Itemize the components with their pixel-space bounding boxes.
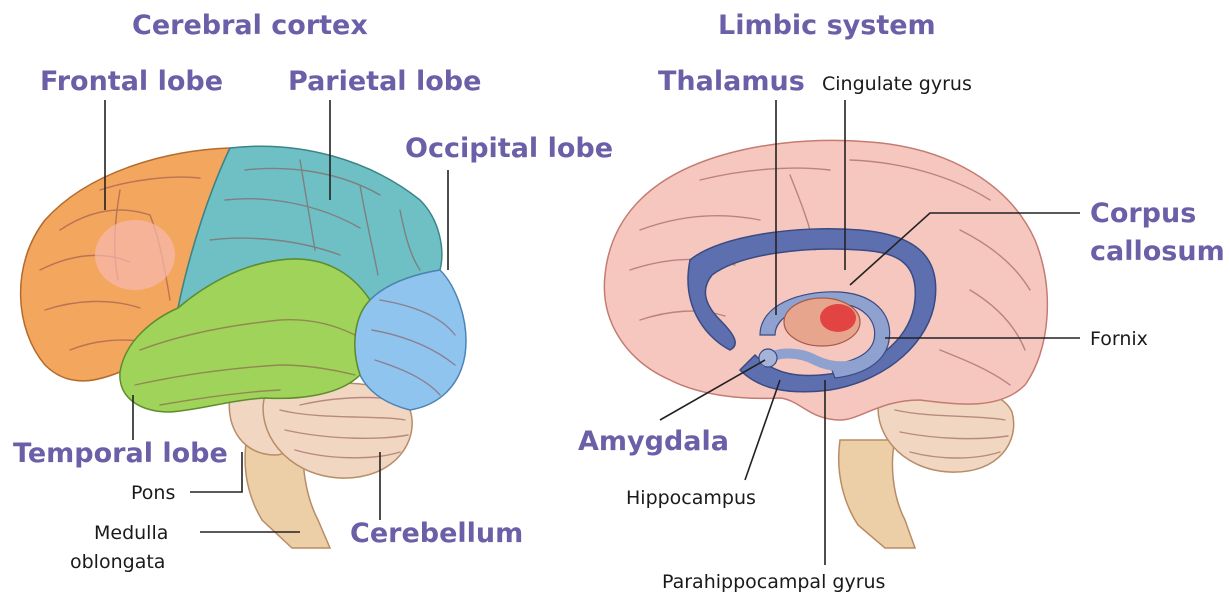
label-occipital-lobe: Occipital lobe: [405, 133, 613, 164]
title-cerebral-cortex: Cerebral cortex: [132, 10, 368, 41]
label-frontal-lobe: Frontal lobe: [40, 66, 223, 97]
label-parietal-lobe: Parietal lobe: [288, 66, 481, 97]
label-cingulate-gyrus: Cingulate gyrus: [822, 73, 972, 95]
label-temporal-lobe: Temporal lobe: [13, 438, 228, 469]
label-hippocampus: Hippocampus: [626, 487, 756, 509]
label-thalamus: Thalamus: [658, 66, 805, 97]
label-amygdala: Amygdala: [578, 426, 729, 457]
label-cerebellum: Cerebellum: [350, 518, 523, 549]
label-corpus-line1: Corpus: [1090, 198, 1196, 229]
amygdala-shape: [759, 349, 777, 367]
label-medulla-line2: oblongata: [70, 551, 165, 573]
label-corpus-line2: callosum: [1090, 236, 1225, 267]
label-parahippocampal-gyrus: Parahippocampal gyrus: [662, 571, 885, 593]
label-medulla-line1: Medulla: [94, 522, 168, 544]
label-pons: Pons: [131, 482, 175, 504]
title-limbic-system: Limbic system: [718, 10, 936, 41]
cerebral-cortex-illustration: [21, 146, 466, 548]
label-fornix: Fornix: [1090, 328, 1148, 350]
